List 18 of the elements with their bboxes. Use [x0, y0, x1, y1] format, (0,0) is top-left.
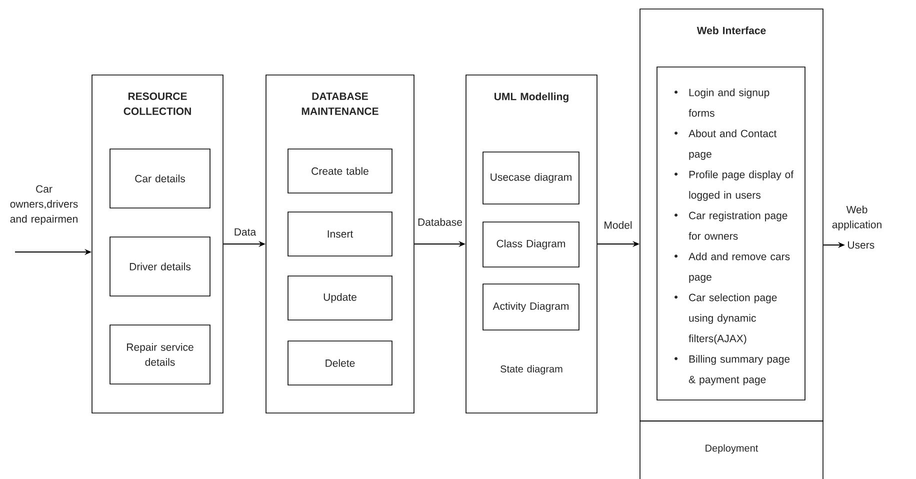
process-box: Repair service details: [110, 324, 210, 384]
bullet-list-box: Login and signup forms About and Contact page Profile page display of logged in users Car registration page for owners Add and remove cars page Car selection page using dynamic filters(AJAX) Billing summary page & payment page: [656, 66, 806, 400]
process-box: Delete: [288, 340, 392, 386]
edge-label: Car owners,drivers and repairmen: [10, 185, 78, 225]
deployment-box: Deployment: [640, 420, 824, 479]
process-box: Insert: [288, 212, 392, 256]
process-box: Activity Diagram: [482, 284, 580, 330]
process-box: Car details: [110, 148, 210, 208]
process-box: Driver details: [110, 236, 210, 296]
edge-label: Web application: [832, 206, 882, 230]
process-box: Class Diagram: [482, 222, 580, 268]
process-box: Create table: [288, 148, 392, 194]
process-box: Update: [288, 276, 392, 320]
edge-label: Model: [604, 221, 632, 229]
process-box: Usecase diagram: [482, 152, 580, 204]
edge-label: Data: [234, 228, 256, 236]
edge-label: Database: [418, 218, 462, 226]
target-label: Users: [848, 241, 874, 249]
